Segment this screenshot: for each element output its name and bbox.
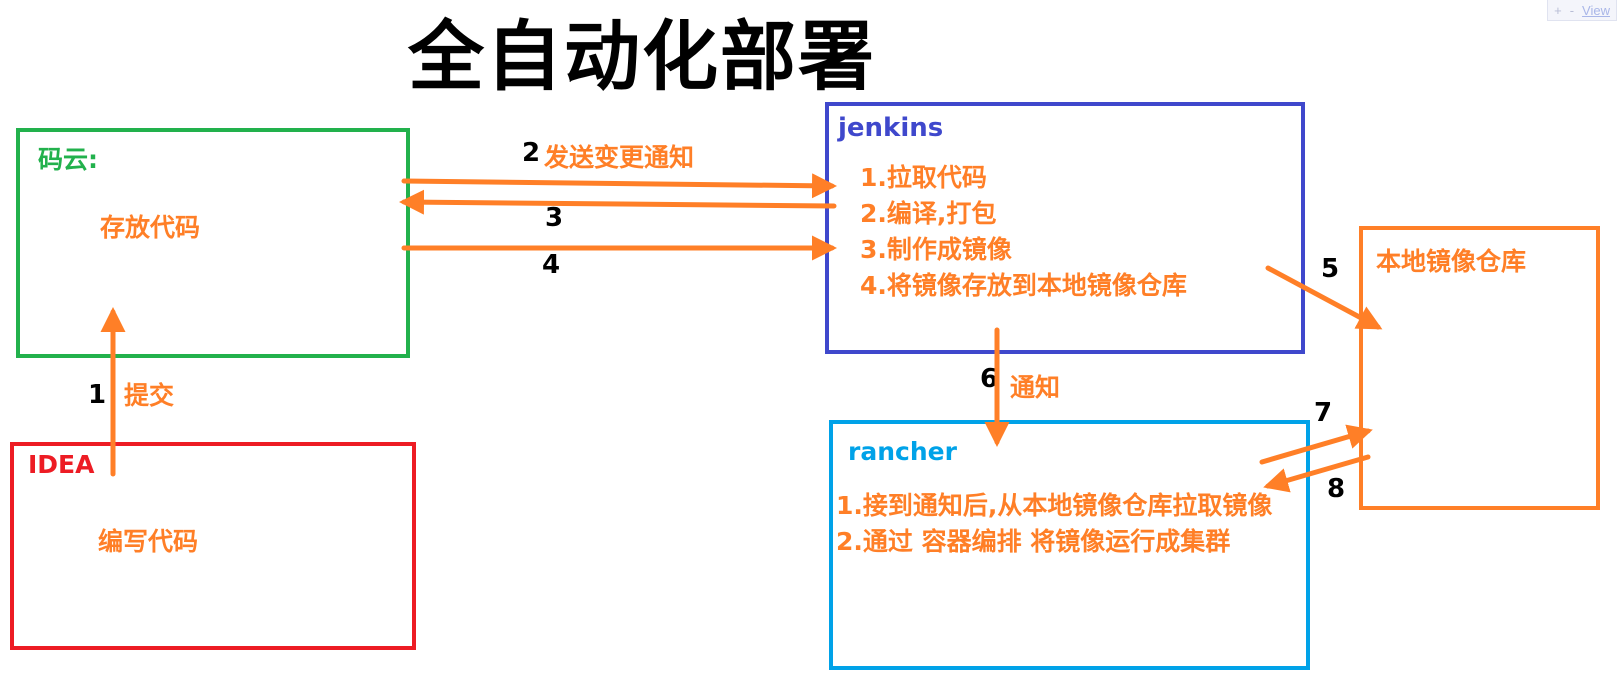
jenkins-label: jenkins — [838, 113, 944, 143]
edge-6-label: 通知 — [1010, 373, 1061, 402]
rancher-step: 2.通过 容器编排 将镜像运行成集群 — [836, 527, 1231, 556]
gitee-box — [16, 128, 410, 358]
edge-1-label: 提交 — [124, 381, 175, 410]
edge-4-number: 4 — [542, 250, 561, 280]
edge-2-label: 发送变更通知 — [544, 143, 695, 172]
edge-7-number: 7 — [1314, 398, 1333, 428]
jenkins-box — [825, 102, 1305, 354]
diagram-title: 全自动化部署 — [408, 12, 876, 101]
idea-label: IDEA — [28, 450, 95, 479]
arrow-8 — [1263, 454, 1371, 493]
edge-3-number: 3 — [545, 203, 564, 233]
jenkins-step: 1.拉取代码 — [860, 163, 987, 192]
idea-desc: 编写代码 — [98, 527, 199, 556]
jenkins-step: 4.将镜像存放到本地镜像仓库 — [860, 271, 1187, 300]
arrow-2 — [401, 173, 837, 199]
zoom-in-button[interactable]: + — [1554, 2, 1562, 18]
local-repo-label: 本地镜像仓库 — [1376, 247, 1527, 276]
rancher-steps: 1.接到通知后,从本地镜像仓库拉取镜像 2.通过 容器编排 将镜像运行成集群 — [836, 488, 1272, 560]
view-link[interactable]: View — [1582, 2, 1610, 18]
rancher-label: rancher — [848, 437, 957, 466]
edge-8-number: 8 — [1327, 474, 1346, 504]
edge-5-number: 5 — [1321, 254, 1340, 284]
edge-6-number: 6 — [980, 364, 999, 394]
arrow-7 — [1259, 424, 1373, 465]
rancher-step: 1.接到通知后,从本地镜像仓库拉取镜像 — [836, 491, 1273, 520]
jenkins-steps: 1.拉取代码 2.编译,打包 3.制作成镜像 4.将镜像存放到本地镜像仓库 — [860, 160, 1187, 304]
gitee-desc: 存放代码 — [100, 213, 201, 242]
idea-box — [10, 442, 416, 650]
rancher-box — [829, 420, 1310, 670]
zoom-toolbar: + - View — [1547, 0, 1617, 21]
jenkins-step: 3.制作成镜像 — [860, 235, 1012, 264]
jenkins-step: 2.编译,打包 — [860, 199, 997, 228]
arrow-3 — [399, 189, 837, 215]
arrow-5 — [1265, 265, 1383, 330]
edge-2-number: 2 — [522, 138, 541, 168]
gitee-label: 码云: — [38, 145, 98, 174]
edge-1-number: 1 — [88, 380, 107, 410]
local-repo-box — [1359, 226, 1600, 510]
zoom-out-button[interactable]: - — [1569, 2, 1575, 18]
